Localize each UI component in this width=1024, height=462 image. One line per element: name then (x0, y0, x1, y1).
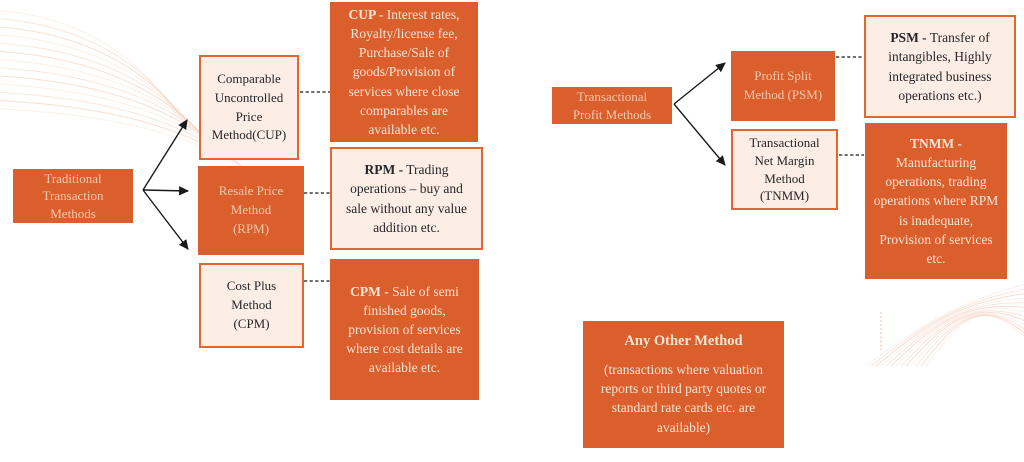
description-body-cpm: Sale of semi finished goods, provision o… (346, 283, 463, 376)
arrow-traditional-to-cpm (142, 189, 189, 250)
method-label-tnmm: Transactional Net Margin Method (TNMM) (749, 135, 820, 204)
method-box-psm: Profit Split Method (PSM) (731, 51, 835, 121)
method-box-cup: Comparable Uncontrolled Price Method(CUP… (199, 55, 299, 160)
description-body-rpm: Trading operations – buy and sale withou… (345, 162, 468, 235)
arrow-transactional-to-tnmm (673, 103, 726, 166)
description-text-cup: CUP - Interest rates, Royalty/license fe… (330, 1, 478, 143)
description-box-rpm: RPM - Trading operations – buy and sale … (330, 147, 483, 250)
description-body-cup: Interest rates, Royalty/license fee, Pur… (348, 6, 460, 137)
description-bold-psm: PSM - (890, 30, 927, 46)
any-other-method-body: (transactions where valuation reports or… (600, 362, 767, 435)
method-label-rpm: Resale Price Method (RPM) (218, 183, 284, 236)
description-bold-cup: CUP - (348, 6, 384, 22)
arrow-transactional-to-psm (673, 62, 726, 105)
any-other-method-title: Any Other Method (624, 333, 743, 350)
method-label-psm: Profit Split Method (PSM) (743, 68, 823, 102)
description-box-cup: CUP - Interest rates, Royalty/license fe… (330, 2, 478, 142)
method-box-cpm: Cost Plus Method (CPM) (199, 263, 304, 348)
description-text-tnmm: TNMM - Manufacturing operations, trading… (865, 130, 1007, 272)
description-box-cpm: CPM - Sale of semi finished goods, provi… (330, 259, 479, 400)
description-text-psm: PSM - Transfer of intangibles, Highly in… (866, 24, 1014, 109)
wave-bundle-bottom-right (865, 284, 1024, 367)
method-box-rpm: Resale Price Method (RPM) (198, 166, 304, 255)
method-label-cup: Comparable Uncontrolled Price Method(CUP… (211, 70, 287, 143)
description-body-psm: Transfer of intangibles, Highly integrat… (888, 30, 992, 103)
root-label-traditional: Traditional Transaction Methods (42, 171, 104, 221)
root-box-traditional-transaction-methods: Traditional Transaction Methods (13, 169, 133, 223)
description-box-psm: PSM - Transfer of intangibles, Highly in… (864, 15, 1016, 118)
description-bold-tnmm: TNMM - (909, 135, 963, 151)
method-box-tnmm: Transactional Net Margin Method (TNMM) (731, 129, 838, 210)
root-box-transactional-profit-methods: Transactional Profit Methods (552, 87, 672, 124)
arrow-traditional-to-cup (142, 119, 188, 191)
description-text-cpm: CPM - Sale of semi finished goods, provi… (330, 278, 479, 382)
description-bold-cpm: CPM - (350, 283, 389, 299)
description-body-tnmm: Manufacturing operations, trading operat… (873, 155, 999, 266)
description-text-rpm: RPM - Trading operations – buy and sale … (332, 156, 481, 241)
description-bold-rpm: RPM - (364, 162, 404, 178)
any-other-method-box: Any Other Method (transactions where val… (583, 321, 784, 448)
root-label-transactional: Transactional Profit Methods (572, 89, 652, 122)
description-box-tnmm: TNMM - Manufacturing operations, trading… (865, 123, 1007, 279)
arrow-traditional-to-rpm (142, 186, 190, 196)
method-label-cpm: Cost Plus Method (CPM) (226, 278, 277, 331)
